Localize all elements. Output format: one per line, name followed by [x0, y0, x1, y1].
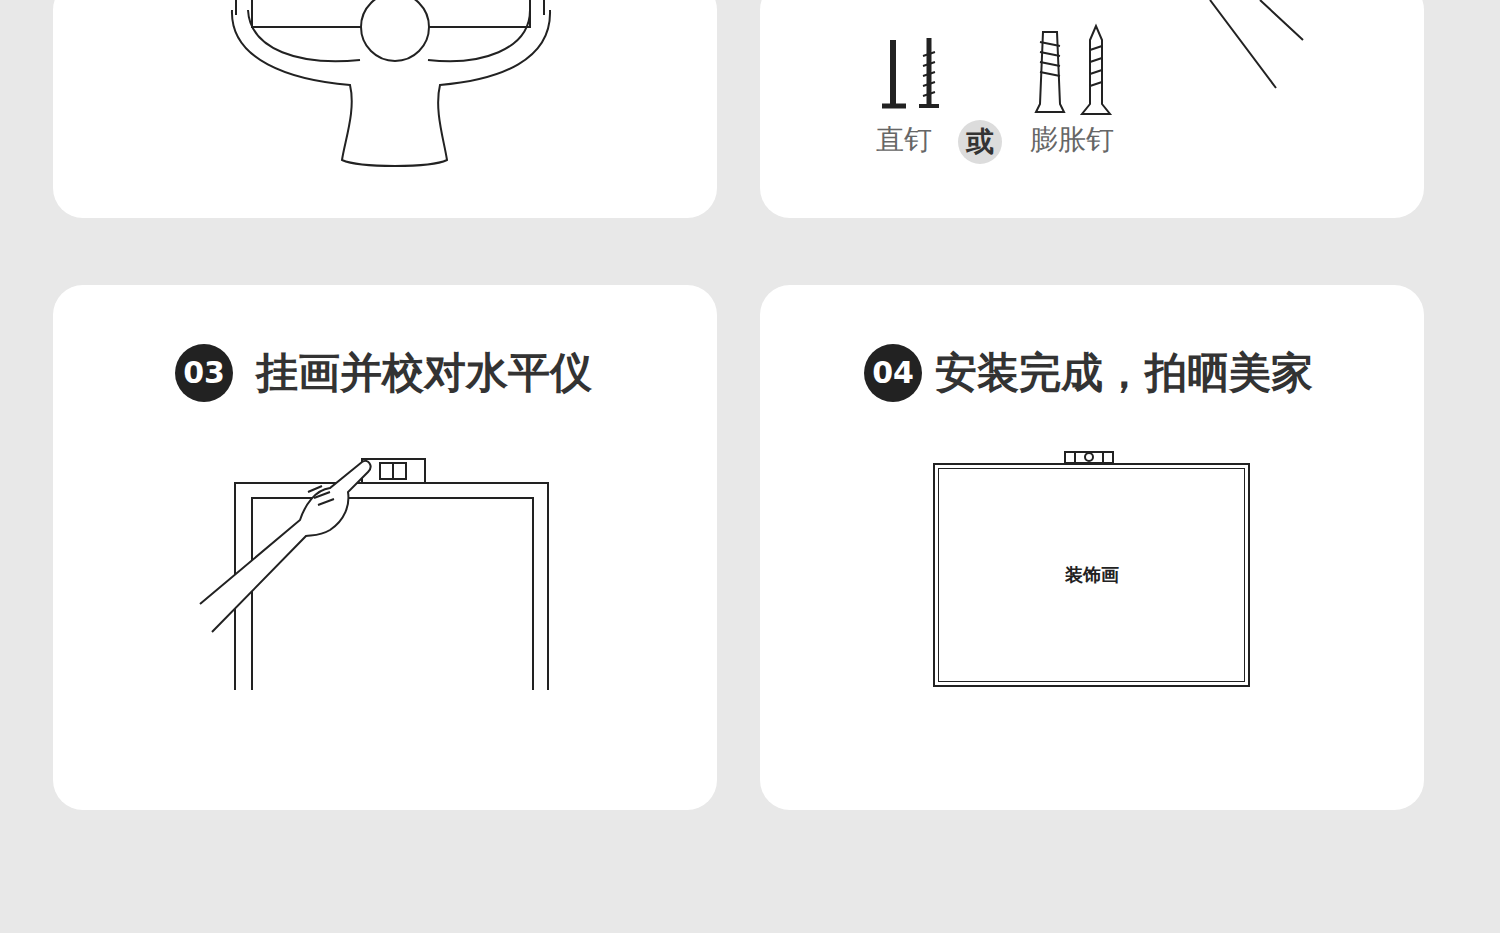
picture-frame: 装饰画 — [933, 463, 1250, 687]
step-heading: 挂画并校对水平仪 — [256, 348, 592, 398]
step-heading: 安装完成，拍晒美家 — [935, 348, 1313, 398]
step-number-text: 03 — [183, 358, 225, 388]
step-card — [53, 0, 717, 218]
step-card: 安装完成，拍晒美家 04 装饰画 — [760, 285, 1424, 810]
nail-label: 膨胀钉 — [1030, 123, 1114, 157]
step-card: 挂画并校对水平仪 03 — [53, 285, 717, 810]
or-badge: 或 — [958, 120, 1002, 164]
step-number: 04 — [864, 344, 922, 402]
frame-label: 装饰画 — [1065, 563, 1119, 587]
person-illustration — [53, 0, 717, 218]
step-card: 直钉 膨胀钉 或 — [760, 0, 1424, 218]
step-illustration — [760, 0, 1424, 218]
step-number: 03 — [175, 344, 233, 402]
step-number-text: 04 — [872, 358, 914, 388]
or-badge-text: 或 — [966, 128, 994, 156]
nail-label: 直钉 — [876, 123, 932, 157]
